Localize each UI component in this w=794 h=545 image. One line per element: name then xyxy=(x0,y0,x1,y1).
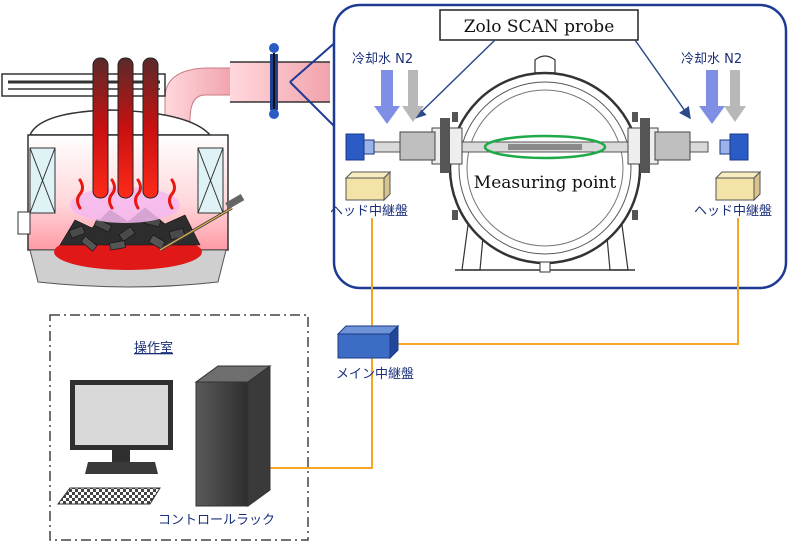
sensor-head-left-icon xyxy=(345,133,375,161)
monitor-icon xyxy=(70,380,173,474)
furnace-lug xyxy=(17,211,31,235)
callout-line-top xyxy=(289,39,339,83)
probe-pointer-left xyxy=(413,39,496,120)
cooling-label-left: 冷却水 N2 xyxy=(352,52,413,67)
control-room-label: 操作室 xyxy=(134,340,173,356)
head-relay-left xyxy=(344,170,392,202)
electrode-2 xyxy=(117,57,134,199)
head-relay-right-label: ヘッド中継盤 xyxy=(694,204,772,219)
callout-line-bottom xyxy=(289,81,339,131)
flames xyxy=(76,178,176,210)
furnace-side-panel-right xyxy=(197,147,224,214)
probe-title: Zolo SCAN probe xyxy=(464,17,615,37)
control-rack-icon xyxy=(194,365,272,507)
probe-sensor-bottom-icon xyxy=(269,109,279,119)
furnace-side-panel-left xyxy=(29,147,56,214)
electrode-1 xyxy=(92,57,109,199)
furnace xyxy=(1,57,245,288)
keyboard-icon xyxy=(57,487,161,505)
main-relay-label: メイン中継盤 xyxy=(336,367,414,382)
electrodes xyxy=(92,57,159,199)
cable-to-rack xyxy=(258,358,373,469)
probe-title-box xyxy=(439,9,639,41)
cooling-arrows-left xyxy=(374,70,424,124)
main-relay xyxy=(336,324,400,360)
cooling-label-right: 冷却水 N2 xyxy=(681,52,742,67)
probe-duct xyxy=(230,43,330,119)
head-relay-right xyxy=(714,170,762,202)
control-rack-label: コントロールラック xyxy=(158,513,275,528)
probe-rod xyxy=(371,118,709,173)
sensor-head-right-icon xyxy=(719,133,749,161)
control-room-boundary xyxy=(49,314,309,541)
probe-sensor-top-icon xyxy=(269,43,279,53)
sampling-lance xyxy=(159,194,245,252)
cable-right-head xyxy=(398,218,739,345)
electrode-arm xyxy=(1,73,166,97)
signal-cables xyxy=(258,218,739,469)
electrode-3 xyxy=(142,57,159,199)
probe-pointer-right xyxy=(634,39,691,120)
head-relay-left-label: ヘッド中継盤 xyxy=(330,204,408,219)
measurement-chamber xyxy=(448,55,642,273)
measuring-point-marker xyxy=(483,134,607,160)
measuring-point-label: Measuring point xyxy=(474,173,617,193)
cooling-arrows-right xyxy=(699,70,746,124)
